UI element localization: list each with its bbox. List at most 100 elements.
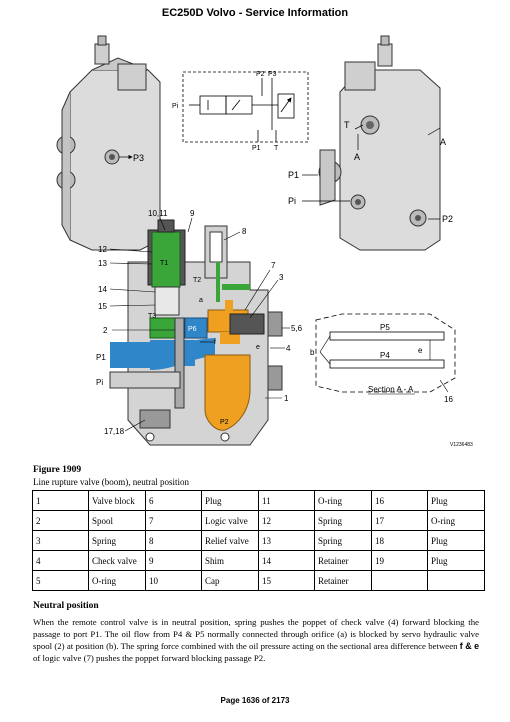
- label-t1: T1: [160, 260, 168, 267]
- part-number-cell: 6: [145, 490, 202, 511]
- label-16: 16: [444, 395, 453, 404]
- part-name-cell: Plug: [201, 490, 259, 511]
- figure-title: Figure 1909: [33, 465, 82, 475]
- part-name-cell: Spring: [88, 530, 146, 551]
- label-e-section: e: [418, 346, 423, 355]
- label-14: 14: [98, 285, 107, 294]
- label-10-11: 10,11: [148, 209, 168, 218]
- part-name-cell: O-ring: [88, 570, 146, 591]
- label-13: 13: [98, 259, 107, 268]
- part-number-cell: 7: [145, 510, 202, 531]
- part-name-cell: Plug: [427, 490, 485, 511]
- part-number-cell: 14: [258, 550, 315, 571]
- label-1: 1: [284, 394, 289, 403]
- label-pi-schematic: Pi: [172, 103, 179, 110]
- label-b-section: b: [310, 348, 315, 357]
- part-number-cell: 5: [32, 570, 89, 591]
- part-name-cell: Relief valve: [201, 530, 259, 551]
- figure-caption: Line rupture valve (boom), neutral posit…: [33, 477, 189, 487]
- valve-block-left-view: [56, 35, 161, 251]
- label-a-small: a: [199, 297, 203, 304]
- part-number-cell: 3: [32, 530, 89, 551]
- label-9: 9: [190, 209, 195, 218]
- part-number-cell: 1: [32, 490, 89, 511]
- part-name-cell: Plug: [427, 550, 485, 571]
- label-15: 15: [98, 302, 107, 311]
- part-number-cell: 15: [258, 570, 315, 591]
- label-t-right: T: [344, 120, 350, 130]
- valve-cross-section: [109, 219, 283, 446]
- paragraph-text-1: When the remote control valve is in neut…: [33, 617, 479, 652]
- part-number-cell: 13: [258, 530, 315, 551]
- label-t-schematic: T: [274, 145, 279, 152]
- line-rupture-valve-diagram: P3 P2 P3 Pi P1 T: [56, 35, 473, 448]
- label-17-18: 17,18: [104, 427, 125, 436]
- part-name-cell: Spool: [88, 510, 146, 531]
- part-number-cell: 2: [32, 510, 89, 531]
- section-a-a: [315, 313, 456, 395]
- part-number-cell: 17: [371, 510, 428, 531]
- part-number-cell: 8: [145, 530, 202, 551]
- label-p1-main: P1: [96, 353, 106, 362]
- label-p4-section: P4: [380, 351, 390, 360]
- label-t2: T2: [193, 277, 201, 284]
- image-code: V1236483: [450, 442, 473, 448]
- part-number-cell: 12: [258, 510, 315, 531]
- part-name-cell: Retainer: [314, 570, 372, 591]
- label-f-small: f: [214, 339, 216, 346]
- label-p6: P6: [188, 326, 197, 333]
- label-3: 3: [279, 273, 284, 282]
- label-p2-right: P2: [442, 214, 453, 224]
- part-name-cell: O-ring: [427, 510, 485, 531]
- part-number-cell: 4: [32, 550, 89, 571]
- part-number-cell: 9: [145, 550, 202, 571]
- part-name-cell: [427, 570, 485, 591]
- part-number-cell: 10: [145, 570, 202, 591]
- section-paragraph: When the remote control valve is in neut…: [33, 616, 479, 664]
- part-name-cell: Cap: [201, 570, 259, 591]
- label-p1-schematic: P1: [252, 145, 261, 152]
- part-name-cell: Logic valve: [201, 510, 259, 531]
- part-name-cell: Shim: [201, 550, 259, 571]
- paragraph-text-2: of logic valve (7) pushes the poppet for…: [33, 653, 266, 664]
- part-name-cell: Check valve: [88, 550, 146, 571]
- page-footer: Page 1636 of 2173: [220, 696, 290, 705]
- page-header: EC250D Volvo - Service Information: [161, 7, 349, 19]
- label-p2-top: P2: [256, 71, 265, 78]
- paragraph-bold: f & e: [459, 641, 479, 652]
- label-pi-main: Pi: [96, 378, 103, 387]
- label-p5-section: P5: [380, 323, 390, 332]
- part-number-cell: 11: [258, 490, 315, 511]
- hydraulic-schematic: [182, 71, 309, 143]
- part-name-cell: O-ring: [314, 490, 372, 511]
- label-5-6: 5,6: [291, 324, 303, 333]
- label-a-right-1: A: [354, 152, 360, 162]
- leader-lines: [109, 217, 290, 432]
- part-name-cell: Valve block: [88, 490, 146, 511]
- label-4: 4: [286, 344, 291, 353]
- label-12: 12: [98, 245, 107, 254]
- valve-block-right-view: [302, 35, 441, 251]
- label-8: 8: [242, 227, 247, 236]
- label-7: 7: [271, 261, 276, 270]
- part-name-cell: Spring: [314, 530, 372, 551]
- label-a-right-2: A: [440, 137, 446, 147]
- label-2: 2: [103, 326, 108, 335]
- label-p1-right: P1: [288, 170, 299, 180]
- label-pi-right: Pi: [288, 196, 296, 206]
- label-e-small: e: [256, 344, 260, 351]
- label-p2-main: P2: [220, 419, 229, 426]
- part-name-cell: Plug: [427, 530, 485, 551]
- part-number-cell: 19: [371, 550, 428, 571]
- part-name-cell: Spring: [314, 510, 372, 531]
- part-number-cell: [371, 570, 428, 591]
- section-a-a-label: Section A - A: [368, 385, 414, 394]
- label-t3: T3: [148, 313, 156, 320]
- section-title: Neutral position: [33, 601, 99, 611]
